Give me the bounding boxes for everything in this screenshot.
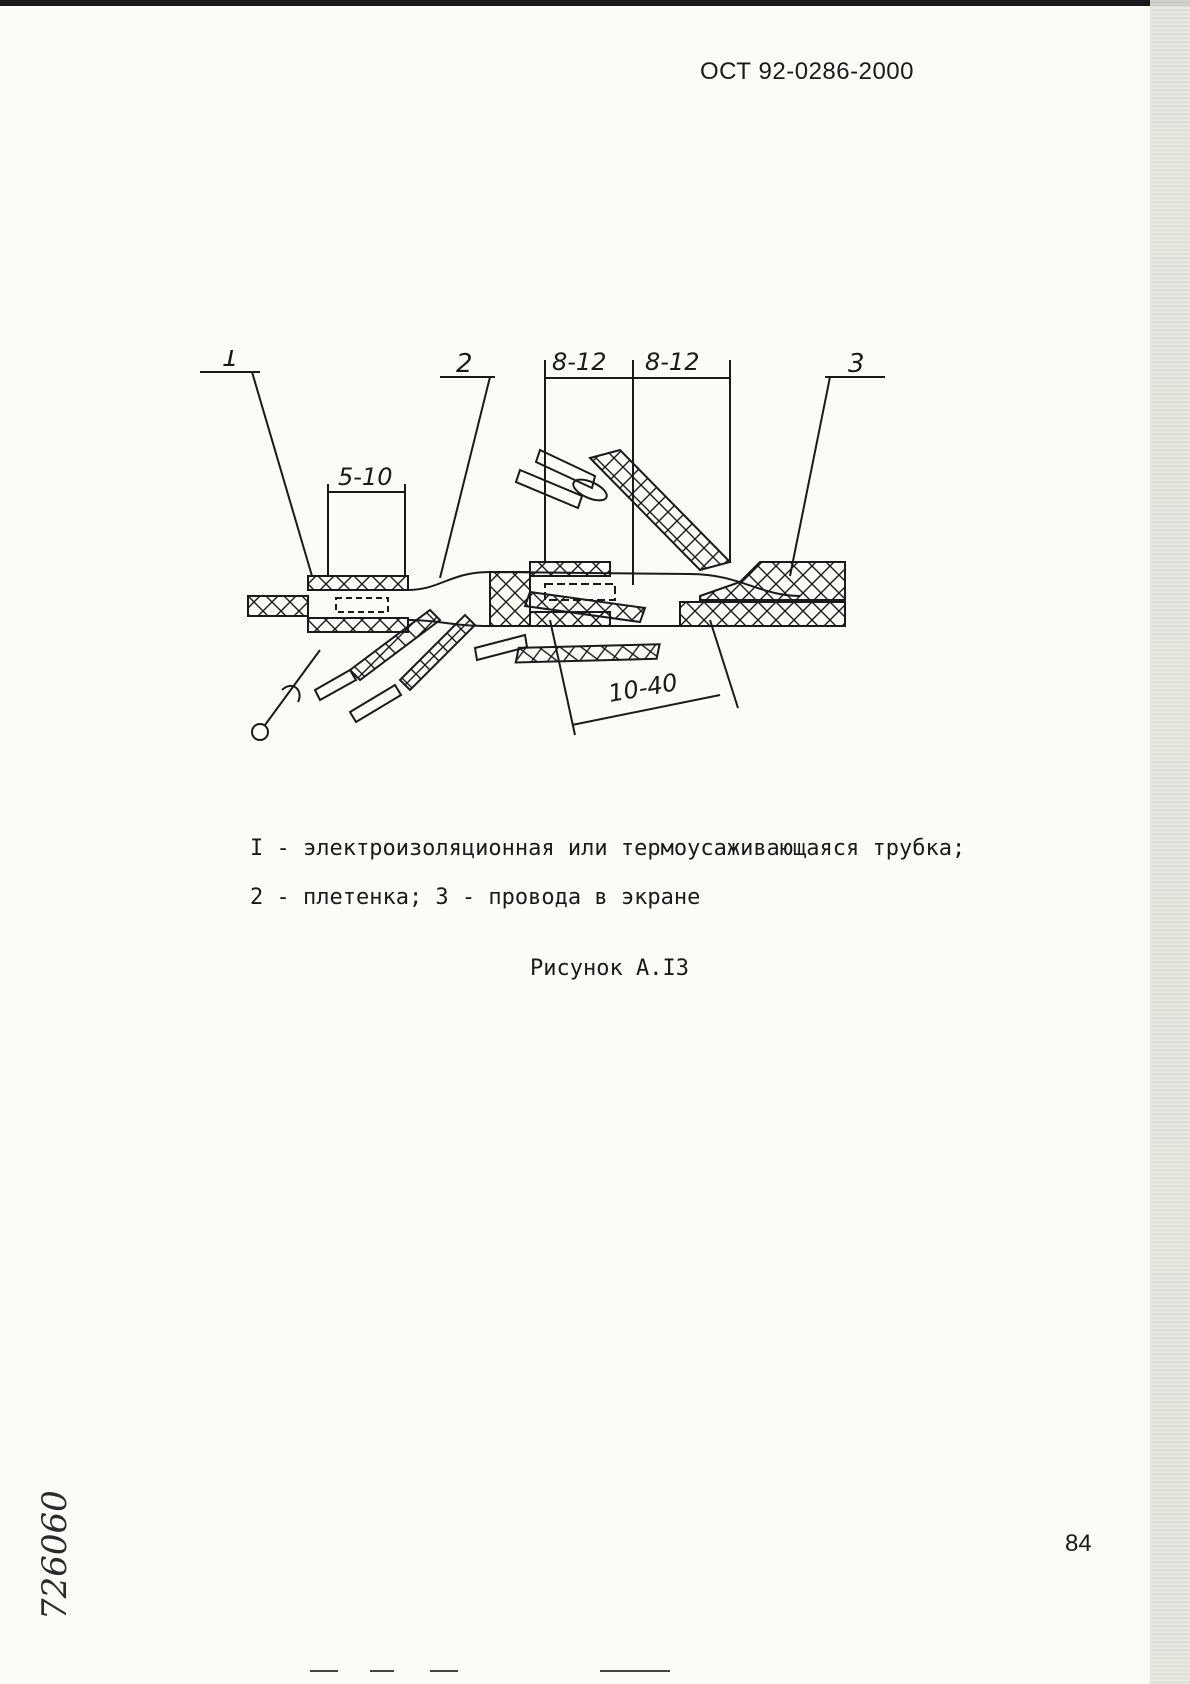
bottom-dash (370, 1670, 394, 1672)
callout-1-leader (252, 372, 312, 576)
callout-2-leader (440, 377, 490, 578)
tube-top (308, 576, 408, 590)
tube-bottom (308, 618, 408, 632)
upper-wire-end (570, 475, 609, 504)
page-number: 84 (1065, 1530, 1092, 1558)
callout-2: 2 (456, 350, 473, 379)
ground-terminal (252, 724, 268, 740)
braid-upper-wire (590, 450, 730, 570)
dim-10-40: 10-40 (606, 668, 680, 708)
bottom-dash (430, 1670, 458, 1672)
braid-lower-branch (514, 628, 662, 678)
legend-items-2-3: 2 - плетенка; 3 - провода в экране (250, 885, 700, 910)
scan-edge-noise (1150, 0, 1190, 1684)
legend-item-1: I - электроизоляционная или термоусажива… (250, 836, 965, 861)
bottom-dash (600, 1670, 670, 1672)
dim-5-10: 5-10 (338, 463, 392, 491)
dim-8-12-left: 8-12 (552, 350, 606, 376)
shielded-cable-lower (680, 602, 845, 626)
figure-caption: Рисунок А.I3 (530, 956, 689, 981)
archive-number-stamp: 726060 (35, 1490, 75, 1620)
callout-1: 1 (222, 350, 239, 373)
callout-3-leader (790, 377, 830, 576)
braid-middle (490, 572, 530, 626)
shielded-cable (700, 562, 845, 600)
dim-10-40-ext-left (550, 620, 575, 735)
ground-lead (265, 650, 320, 725)
dim-10-40-ext-right (710, 620, 738, 708)
lower-wire-1 (315, 670, 356, 700)
page-top-border (0, 0, 1190, 6)
tube-inner (336, 598, 388, 612)
document-code: ОСТ 92-0286-2000 (700, 58, 914, 86)
upper-wire-2 (516, 470, 582, 508)
bottom-dash (310, 1670, 338, 1672)
cable-diagram: 1 2 3 5-10 8-12 8-12 10-40 (200, 350, 920, 760)
dim-8-12-right: 8-12 (645, 350, 699, 376)
lower-wire-2 (350, 685, 401, 722)
callout-3: 3 (848, 350, 865, 379)
braid-left (248, 596, 308, 616)
braid-sleeve-top (530, 562, 610, 576)
